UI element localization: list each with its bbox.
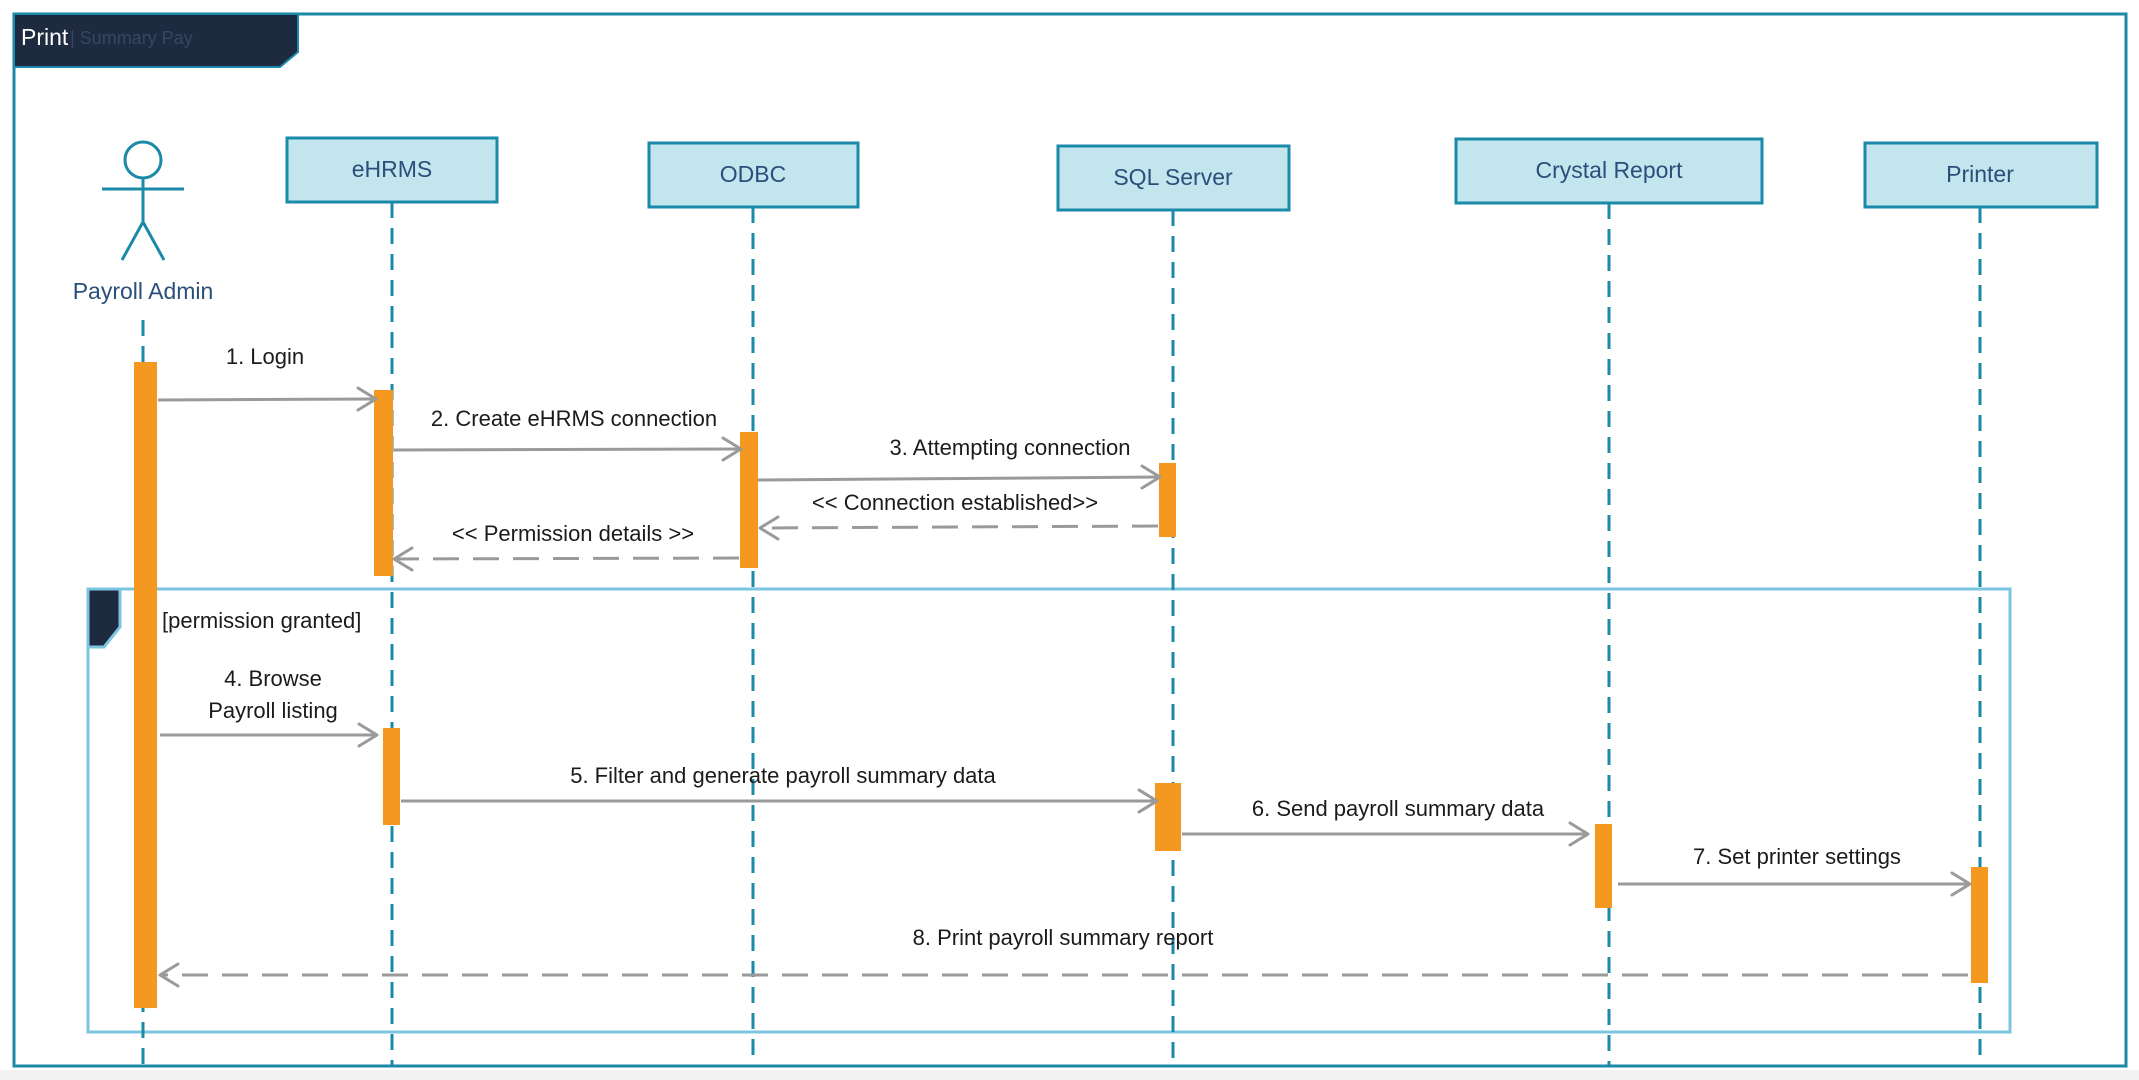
message-label: 3. Attempting connection	[890, 435, 1131, 460]
participant-label: ODBC	[720, 161, 786, 187]
participant-ehrms: eHRMS	[285, 136, 499, 204]
fragment-operator-tab	[86, 587, 122, 649]
frame-tab: Print | Summary Pay	[13, 13, 299, 68]
diagram-frame	[12, 12, 2128, 1068]
message-set-printer-settings: 7. Set printer settings	[1618, 844, 1972, 897]
actor-payroll-admin: Payroll Admin	[73, 140, 214, 304]
bottom-edge	[0, 1070, 2139, 1080]
participant-label: Crystal Report	[1536, 157, 1684, 183]
actor-label: Payroll Admin	[73, 278, 214, 304]
arrowhead-icon	[392, 546, 414, 572]
activation-bar-ehrms-1	[374, 390, 393, 576]
message-print-summary-report: 8. Print payroll summary report	[158, 925, 1968, 988]
fragment-guard: [permission granted]	[162, 608, 361, 633]
activation-bar-payroll-admin	[134, 362, 157, 1008]
message-label: 1. Login	[226, 344, 304, 369]
arrowhead-icon	[1950, 871, 1972, 897]
arrowhead-icon	[1568, 821, 1590, 847]
participant-label: Printer	[1946, 161, 2014, 187]
message-login: 1. Login	[157, 344, 378, 412]
message-browse-payroll-listing: 4. Browse Payroll listing	[160, 666, 379, 748]
message-label-line2: Payroll listing	[208, 698, 338, 723]
participant-crystal-report: Crystal Report	[1454, 137, 1764, 205]
message-filter-generate: 5. Filter and generate payroll summary d…	[401, 763, 1159, 814]
activation-bar-ehrms-2	[383, 728, 400, 825]
message-label: 5. Filter and generate payroll summary d…	[570, 763, 996, 788]
message-attempting-connection: 3. Attempting connection	[757, 435, 1162, 490]
message-label-line1: 4. Browse	[224, 666, 322, 691]
arrowhead-icon	[1137, 788, 1159, 814]
message-label: 8. Print payroll summary report	[913, 925, 1214, 950]
arrowhead-icon	[158, 962, 180, 988]
activation-bar-printer	[1971, 867, 1988, 983]
activation-bar-odbc	[740, 432, 758, 568]
participant-printer: Printer	[1863, 141, 2099, 209]
message-label: << Permission details >>	[452, 521, 694, 546]
message-create-connection: 2. Create eHRMS connection	[393, 406, 743, 462]
frame-subtitle: | Summary Pay	[70, 28, 193, 48]
activation-bar-sql-server-1	[1159, 463, 1176, 537]
arrowhead-icon	[1140, 464, 1162, 490]
message-label: 6. Send payroll summary data	[1252, 796, 1545, 821]
participant-label: SQL Server	[1113, 164, 1233, 190]
stick-figure-icon	[102, 140, 184, 261]
arrowhead-icon	[721, 436, 743, 462]
fragment-box	[86, 587, 2012, 1034]
message-label: 7. Set printer settings	[1693, 844, 1901, 869]
frame-title: Print	[21, 24, 69, 50]
participant-label: eHRMS	[352, 156, 433, 182]
message-label: 2. Create eHRMS connection	[431, 406, 717, 431]
message-send-summary-data: 6. Send payroll summary data	[1182, 796, 1590, 847]
activation-bar-crystal-report	[1595, 824, 1612, 908]
message-connection-established: << Connection established>>	[758, 490, 1159, 541]
message-permission-details: << Permission details >>	[392, 521, 740, 572]
fragment: [permission granted]	[86, 587, 2012, 1034]
message-label: << Connection established>>	[812, 490, 1098, 515]
participant-odbc: ODBC	[647, 141, 860, 209]
arrowhead-icon	[758, 515, 780, 541]
participant-sql-server: SQL Server	[1056, 144, 1291, 212]
arrowhead-icon	[356, 386, 378, 412]
activation-bar-sql-server-2	[1155, 783, 1181, 851]
arrowhead-icon	[357, 722, 379, 748]
